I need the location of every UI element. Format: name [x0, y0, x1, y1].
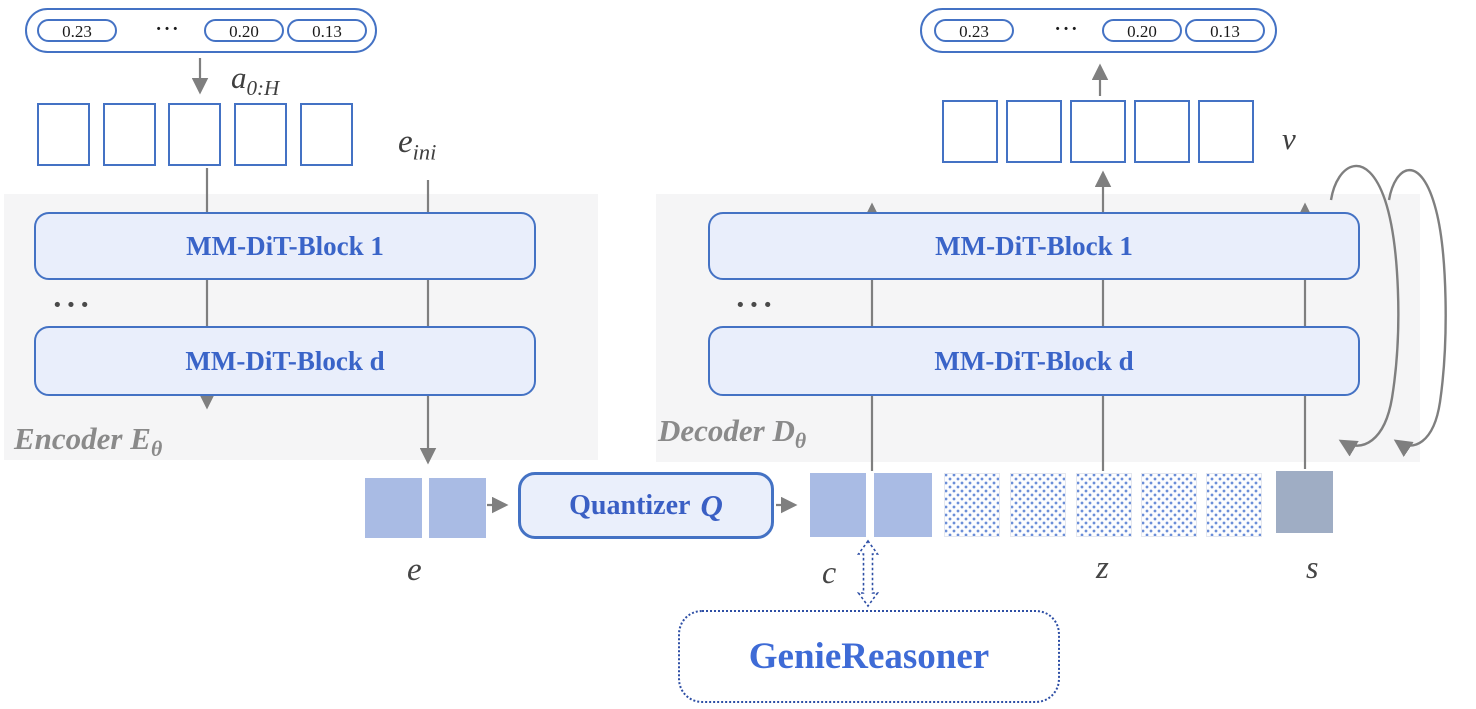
double-arrow-c-genie: [856, 539, 880, 608]
embedding-square: [168, 103, 221, 166]
z-noise-token-square: [1206, 473, 1262, 537]
embedding-square: [300, 103, 353, 166]
quantizer-symbol: Q: [700, 487, 723, 523]
genie-reasoner-label: GenieReasoner: [748, 636, 990, 677]
output-square: [1134, 100, 1190, 163]
action-value-pill: 0.23: [37, 19, 117, 42]
output-square: [942, 100, 998, 163]
label-e-ini-sub: ini: [412, 139, 437, 165]
label-e: e: [407, 552, 422, 588]
z-noise-token-square: [1076, 473, 1132, 537]
decoder-mmdit-block-1-label: MM-DiT-Block 1: [935, 230, 1133, 261]
decoder-mmdit-block-d: MM-DiT-Block d: [708, 326, 1360, 396]
encoder-mmdit-block-d-label: MM-DiT-Block d: [185, 345, 385, 376]
action-value-pill: 0.20: [1102, 19, 1182, 42]
genie-reasoner-box: GenieReasoner: [678, 610, 1060, 703]
output-square: [1070, 100, 1126, 163]
encoder-mmdit-block-d: MM-DiT-Block d: [34, 326, 536, 396]
c-token-square: [810, 473, 866, 537]
label-e-ini-base: e: [398, 124, 413, 160]
decoder-label-sub: θ: [794, 429, 807, 454]
label-action-sub: 0:H: [246, 76, 280, 101]
s-state-token-square: [1276, 471, 1333, 533]
quantizer-label: Quantizer: [569, 489, 691, 521]
action-value-capsule-right: 0.23 ··· 0.20 0.13: [920, 8, 1277, 53]
action-value-pill: 0.13: [287, 19, 367, 42]
encoder-label: Encoder Eθ: [14, 423, 162, 461]
decoder-mmdit-block-d-label: MM-DiT-Block d: [934, 345, 1134, 376]
embedding-square: [103, 103, 156, 166]
label-action-base: a: [231, 60, 247, 95]
label-v: v: [1282, 121, 1296, 156]
label-action-sequence: a0:H: [231, 62, 279, 99]
encoder-label-text: Encoder E: [14, 421, 151, 456]
e-token-square: [365, 478, 422, 538]
feedback-loop-arrow-1: [1329, 165, 1400, 457]
output-square: [1006, 100, 1062, 163]
quantizer-box: Quantizer Q: [518, 472, 774, 539]
embedding-square: [234, 103, 287, 166]
label-c: c: [822, 554, 837, 590]
encoder-label-sub: θ: [150, 437, 163, 462]
label-s: s: [1306, 549, 1319, 585]
ellipsis: ···: [155, 19, 181, 40]
z-noise-token-square: [1141, 473, 1197, 537]
z-noise-token-square: [1010, 473, 1066, 537]
action-value-pill: 0.23: [934, 19, 1014, 42]
c-token-square: [874, 473, 932, 537]
decoder-ellipsis: ···: [735, 286, 777, 322]
encoder-ellipsis: ···: [52, 286, 94, 322]
decoder-label: Decoder Dθ: [658, 415, 806, 453]
embedding-square: [37, 103, 90, 166]
output-square: [1198, 100, 1254, 163]
encoder-mmdit-block-1-label: MM-DiT-Block 1: [186, 230, 384, 261]
encoder-mmdit-block-1: MM-DiT-Block 1: [34, 212, 536, 280]
ellipsis: ···: [1054, 19, 1080, 40]
z-noise-token-square: [944, 473, 1000, 537]
label-z: z: [1096, 550, 1109, 586]
action-value-pill: 0.20: [204, 19, 284, 42]
label-e-ini: eini: [398, 126, 436, 164]
feedback-loop-arrow-2: [1387, 168, 1447, 457]
decoder-label-text: Decoder D: [658, 413, 795, 448]
action-value-capsule-left: 0.23 ··· 0.20 0.13: [25, 8, 377, 53]
action-value-pill: 0.13: [1185, 19, 1265, 42]
decoder-mmdit-block-1: MM-DiT-Block 1: [708, 212, 1360, 280]
e-token-square: [429, 478, 486, 538]
